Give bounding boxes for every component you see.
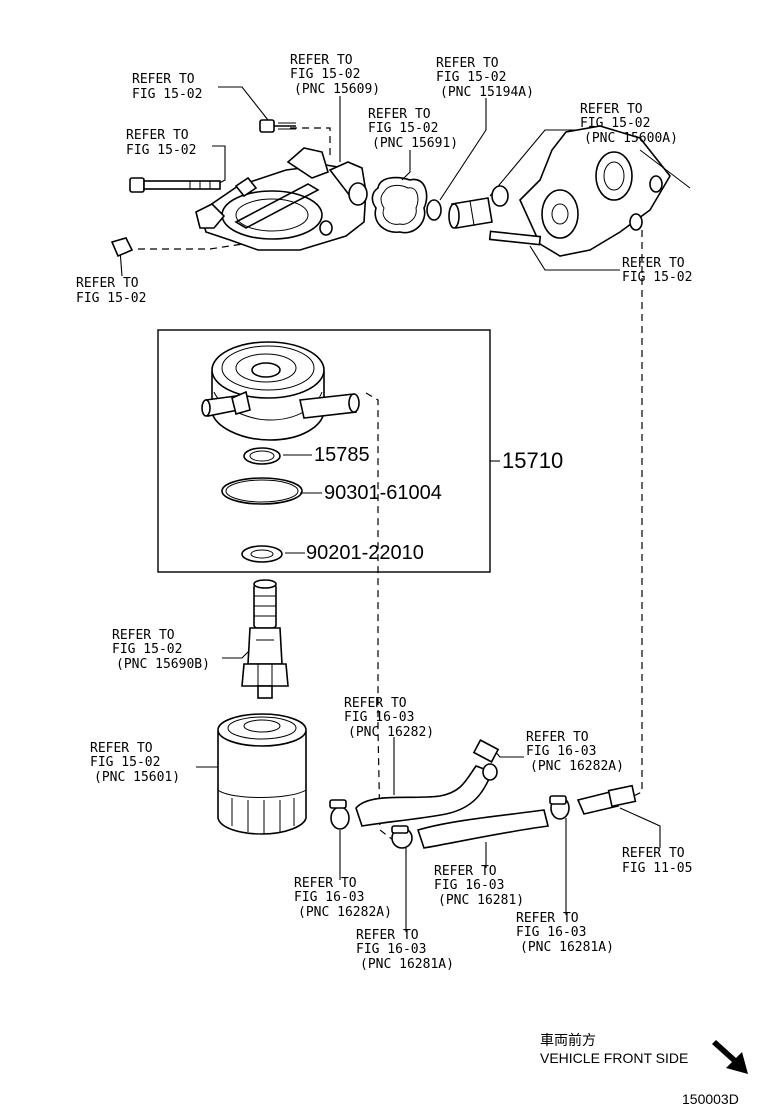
callout-refer-fig-16-03-pnc-16282[interactable]: REFER TO FIG 16-03 (PNC 16282) [344,696,434,740]
vehicle-front-side-label: 車両前方 VEHICLE FRONT SIDE [540,1031,688,1067]
oring-90301-61004 [221,477,303,505]
svg-text:FIG 15-02: FIG 15-02 [132,87,202,102]
part-number-15785[interactable]: 15785 [314,444,370,466]
oring-15194a [426,199,442,221]
clamp-16281a-left [391,825,413,849]
callout-refer-fig-16-03-pnc-16281a-right[interactable]: REFER TO FIG 16-03 (PNC 16281A) [516,911,614,955]
oil-cooler-assembly-box [157,329,491,573]
svg-text:FIG 15-02: FIG 15-02 [112,642,182,657]
callout-refer-fig-15-02-pnc-15601[interactable]: REFER TO FIG 15-02 (PNC 15601) [90,741,180,785]
long-bolt [129,177,221,193]
svg-text:FIG 15-02: FIG 15-02 [126,143,196,158]
callout-refer-fig-15-02-pnc-15690b[interactable]: REFER TO FIG 15-02 (PNC 15690B) [112,628,210,672]
svg-text:FIG 15-02: FIG 15-02 [436,70,506,85]
engine-block-fragment [519,125,691,257]
svg-text:REFER TO: REFER TO [344,696,407,711]
callout-refer-fig-16-03-pnc-16281a-left[interactable]: REFER TO FIG 16-03 (PNC 16281A) [356,928,454,972]
svg-text:FIG 15-02: FIG 15-02 [580,116,650,131]
svg-text:REFER TO: REFER TO [580,102,643,117]
oil-filter-bracket [195,147,368,251]
union-15600a [448,185,509,229]
svg-text:(PNC 16282A): (PNC 16282A) [298,905,392,920]
callout-refer-fig-15-02-pnc-15609[interactable]: REFER TO FIG 15-02 (PNC 15609) [290,53,380,97]
oil-filter-15601 [217,713,307,835]
svg-text:REFER TO: REFER TO [622,846,685,861]
svg-text:REFER TO: REFER TO [436,56,499,71]
svg-text:REFER TO: REFER TO [356,928,419,943]
svg-text:(PNC 16281): (PNC 16281) [438,893,524,908]
stud-bolt [488,230,542,246]
svg-text:REFER TO: REFER TO [126,128,189,143]
svg-text:REFER TO: REFER TO [112,628,175,643]
gasket-15691 [371,176,428,234]
svg-text:REFER TO: REFER TO [294,876,357,891]
svg-text:REFER TO: REFER TO [516,911,579,926]
svg-text:REFER TO: REFER TO [622,256,685,271]
callout-refer-fig-15-02-long-bolt[interactable]: REFER TO FIG 15-02 [126,128,196,158]
leader-lines [119,86,661,932]
union-bolt-15690b [241,579,289,699]
callout-refer-fig-16-03-pnc-16282a-left[interactable]: REFER TO FIG 16-03 (PNC 16282A) [294,876,392,920]
svg-text:REFER TO: REFER TO [76,276,139,291]
clamp-16281a-right [549,795,570,820]
svg-text:(PNC 15609): (PNC 15609) [294,82,380,97]
svg-text:REFER TO: REFER TO [90,741,153,756]
hose-pipe-fitting [576,784,637,815]
small-bolt [259,119,296,133]
svg-text:FIG 16-03: FIG 16-03 [344,710,414,725]
svg-text:FIG 16-03: FIG 16-03 [356,942,426,957]
callout-refer-fig-15-02-pnc-15691[interactable]: REFER TO FIG 15-02 (PNC 15691) [368,107,458,151]
svg-text:FIG 15-02: FIG 15-02 [290,67,360,82]
callout-refer-fig-15-02-bolt-a[interactable]: REFER TO FIG 15-02 [132,72,202,102]
svg-text:(PNC 16281A): (PNC 16281A) [360,957,454,972]
svg-text:(PNC 15194A): (PNC 15194A) [440,85,534,100]
clamp-16282a-left [329,799,350,830]
gasket-90201-22010 [241,545,283,563]
svg-text:REFER TO: REFER TO [368,107,431,122]
svg-text:REFER TO: REFER TO [526,730,589,745]
part-number-15710-assembly[interactable]: 15710 [502,448,563,473]
svg-text:(PNC 16282): (PNC 16282) [348,725,434,740]
callout-refer-fig-15-02-plug[interactable]: REFER TO FIG 15-02 [76,276,146,306]
svg-text:FIG 16-03: FIG 16-03 [516,925,586,940]
hose-16281 [416,809,549,849]
callout-refer-fig-15-02-pnc-15600a[interactable]: REFER TO FIG 15-02 (PNC 15600A) [580,102,678,146]
svg-text:FIG 16-03: FIG 16-03 [526,744,596,759]
callout-refer-fig-15-02-pnc-15194a[interactable]: REFER TO FIG 15-02 (PNC 15194A) [436,56,534,100]
svg-text:FIG 15-02: FIG 15-02 [90,755,160,770]
svg-text:FIG 16-03: FIG 16-03 [434,878,504,893]
clamp-16282a-right [482,763,498,781]
vehicle-front-arrow-icon [708,1040,748,1074]
oil-cooler [201,341,360,441]
svg-text:FIG 16-03: FIG 16-03 [294,890,364,905]
svg-text:(PNC 15690B): (PNC 15690B) [116,657,210,672]
plug [110,237,134,258]
part-number-90301-61004[interactable]: 90301-61004 [324,482,442,504]
svg-text:FIG 15-02: FIG 15-02 [368,121,438,136]
vehicle-front-side-japanese: 車両前方 [540,1032,596,1048]
svg-text:REFER TO: REFER TO [290,53,353,68]
callout-refer-fig-15-02-stud[interactable]: REFER TO FIG 15-02 [622,256,692,285]
svg-text:FIG 15-02: FIG 15-02 [76,291,146,306]
svg-text:(PNC 16281A): (PNC 16281A) [520,940,614,955]
svg-text:FIG 11-05: FIG 11-05 [622,861,692,876]
svg-text:FIG 15-02: FIG 15-02 [622,270,692,285]
oring-15785 [243,447,281,465]
svg-text:(PNC 15601): (PNC 15601) [94,770,180,785]
callout-refer-fig-16-03-pnc-16281[interactable]: REFER TO FIG 16-03 (PNC 16281) [434,864,524,908]
vehicle-front-side-english: VEHICLE FRONT SIDE [540,1050,689,1066]
svg-text:(PNC 16282A): (PNC 16282A) [530,759,624,774]
svg-text:REFER TO: REFER TO [434,864,497,879]
part-number-90201-22010[interactable]: 90201-22010 [306,542,424,564]
svg-text:REFER TO: REFER TO [132,72,195,87]
diagram-code: 150003D [682,1091,739,1107]
callout-refer-fig-11-05[interactable]: REFER TO FIG 11-05 [622,846,692,876]
callout-refer-fig-16-03-pnc-16282a-right[interactable]: REFER TO FIG 16-03 (PNC 16282A) [526,730,624,774]
svg-text:(PNC 15600A): (PNC 15600A) [584,131,678,146]
svg-text:(PNC 15691): (PNC 15691) [372,136,458,151]
hose-16282 [355,739,500,827]
